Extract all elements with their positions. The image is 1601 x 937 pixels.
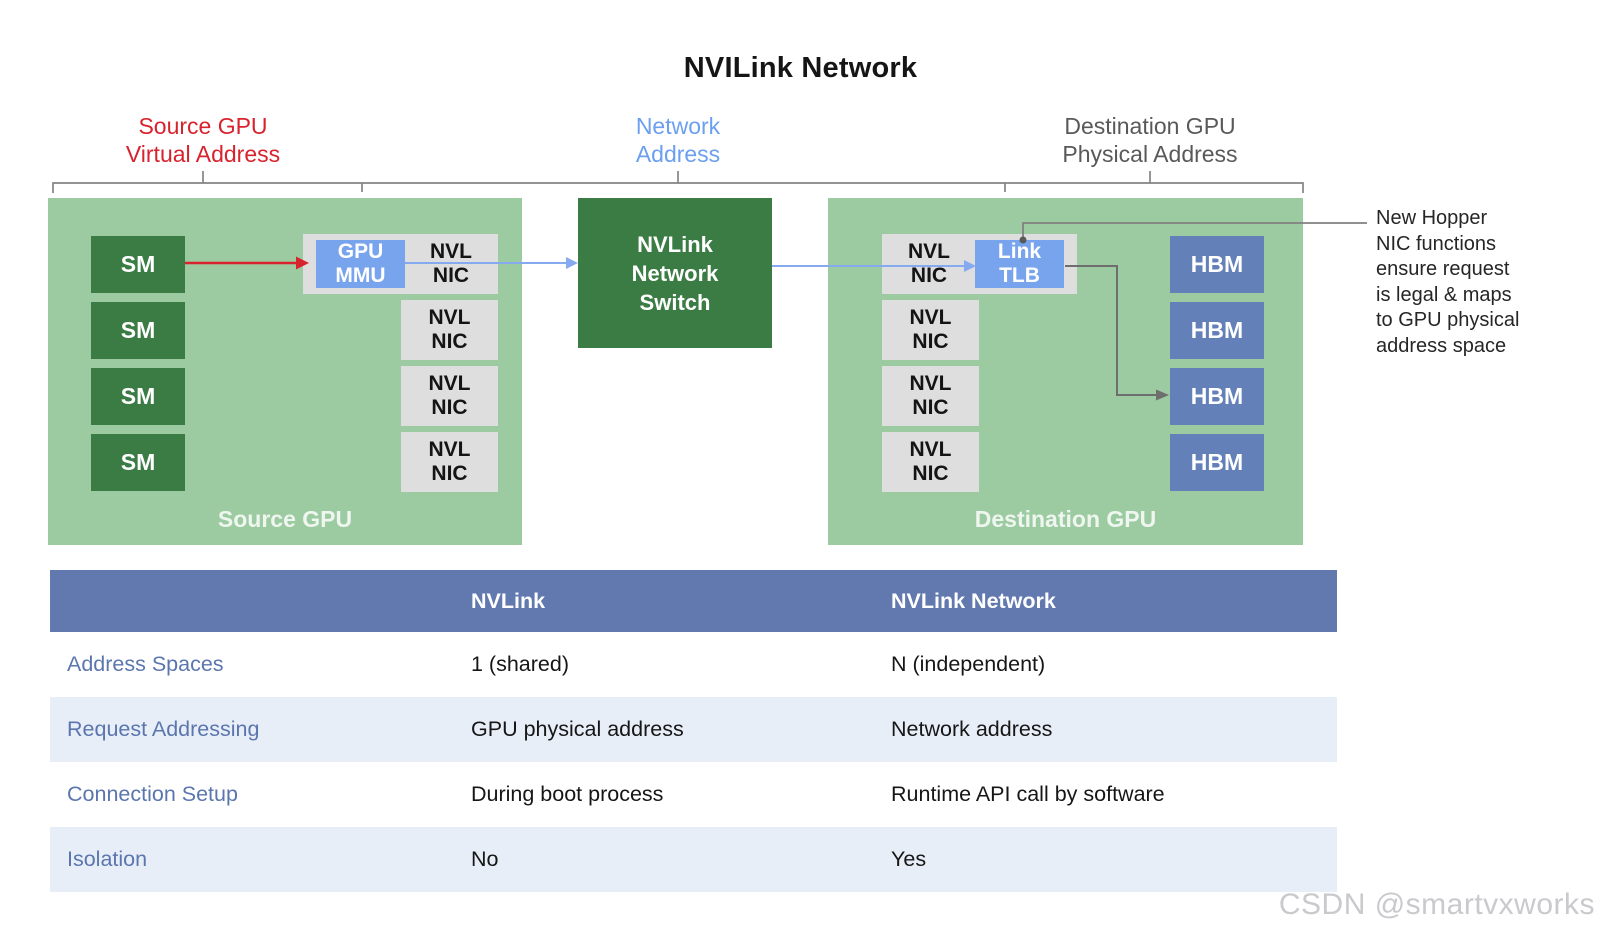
- gpu-mmu-box: GPU MMU: [316, 240, 405, 288]
- nvl-nic-label: NVL NIC: [401, 438, 498, 486]
- nvl-nic-label: NVL NIC: [882, 306, 979, 354]
- row-label: Address Spaces: [67, 652, 224, 676]
- table-row: Connection Setup During boot process Run…: [50, 762, 1337, 827]
- annotation-line: address space: [1376, 334, 1507, 357]
- nvlink-network-switch-box: NVLink Network Switch: [578, 198, 772, 348]
- nvl-line: NVL: [908, 240, 950, 263]
- label-source-gpu-virtual-address: Source GPU Virtual Address: [23, 112, 383, 168]
- hbm-unit: HBM: [1170, 434, 1264, 491]
- row-label: Isolation: [67, 847, 148, 871]
- switch-line: NVLink: [637, 231, 713, 257]
- nvl-nic-label: NVL NIC: [882, 372, 979, 420]
- table-header-row: NVLink NVLink Network: [50, 570, 1337, 632]
- destination-gpu-caption: Destination GPU: [974, 506, 1157, 532]
- label-line: Physical Address: [1062, 141, 1238, 167]
- address-space-bracket: [52, 171, 1304, 193]
- cell-nvlink: 1 (shared): [471, 652, 569, 676]
- nvl-line: NIC: [910, 264, 948, 287]
- nvl-nic-label: NVL NIC: [404, 240, 498, 288]
- sm-unit: SM: [91, 434, 185, 491]
- nvl-line: NIC: [431, 330, 468, 353]
- nvl-line: NVL: [428, 438, 471, 461]
- nvl-line: NIC: [431, 396, 468, 419]
- nvl-line: NIC: [912, 462, 949, 485]
- nvl-nic-label: NVL NIC: [401, 372, 498, 420]
- nvl-line: NIC: [432, 264, 470, 287]
- link-tlb-line: Link: [997, 240, 1042, 263]
- sm-unit: SM: [91, 368, 185, 425]
- row-label: Connection Setup: [67, 782, 238, 806]
- nvl-line: NIC: [431, 462, 468, 485]
- table-header-nvlink: NVLink: [471, 588, 546, 613]
- cell-nvlink-network: N (independent): [891, 652, 1046, 676]
- annotation-line: NIC functions: [1376, 232, 1497, 255]
- label-network-address: Network Address: [498, 112, 858, 168]
- gpu-mmu-line: MMU: [335, 264, 386, 287]
- nvl-nic-row-with-gpu-mmu: GPU MMU NVL NIC: [303, 234, 498, 294]
- nvl-nic-box: NVL NIC: [401, 432, 498, 492]
- row-label: Request Addressing: [67, 717, 260, 741]
- label-line: Network: [635, 113, 721, 139]
- nvl-line: NIC: [912, 396, 949, 419]
- cell-nvlink: No: [471, 847, 499, 871]
- table-row: Address Spaces 1 (shared) N (independent…: [50, 632, 1337, 697]
- cell-nvlink-network: Runtime API call by software: [891, 782, 1165, 806]
- nvl-line: NIC: [912, 330, 949, 353]
- nvl-nic-box: NVL NIC: [882, 300, 979, 360]
- nvl-line: NVL: [430, 240, 472, 263]
- hbm-unit: HBM: [1170, 368, 1264, 425]
- figure-title: NVILink Network: [683, 52, 918, 84]
- destination-gpu-box: NVL NIC Link TLB NVL NIC NVL NIC NVL NIC: [828, 198, 1303, 545]
- source-gpu-box: SM SM SM SM GPU MMU NVL NIC NVL NIC NVL …: [48, 198, 522, 545]
- nvl-nic-label: NVL NIC: [882, 240, 976, 288]
- cell-nvlink-network: Yes: [891, 847, 927, 871]
- annotation-line: to GPU physical: [1376, 309, 1520, 331]
- label-line: Address: [635, 141, 721, 167]
- sm-unit: SM: [91, 236, 185, 293]
- nvl-nic-box: NVL NIC: [882, 432, 979, 492]
- hbm-unit: HBM: [1170, 302, 1264, 359]
- label-destination-gpu-physical-address: Destination GPU Physical Address: [970, 112, 1330, 168]
- annotation-line: ensure request: [1376, 258, 1510, 280]
- hopper-nic-annotation: New Hopper NIC functions ensure request …: [1376, 206, 1591, 359]
- nvl-nic-box: NVL NIC: [882, 366, 979, 426]
- nvl-nic-box: NVL NIC: [401, 366, 498, 426]
- annotation-line: New Hopper: [1376, 207, 1488, 229]
- nvl-line: NVL: [909, 372, 952, 395]
- switch-line: Network: [631, 260, 719, 286]
- cell-nvlink: GPU physical address: [471, 717, 684, 741]
- switch-line: Switch: [639, 289, 711, 315]
- table-header-nvlink-network: NVLink Network: [891, 588, 1056, 613]
- link-tlb-box: Link TLB: [975, 240, 1064, 288]
- hbm-unit: HBM: [1170, 236, 1264, 293]
- annotation-line: is legal & maps: [1376, 283, 1512, 306]
- watermark: CSDN @smartvxworks: [1278, 888, 1595, 921]
- nvl-line: NVL: [909, 438, 952, 461]
- nvl-nic-box: NVL NIC: [401, 300, 498, 360]
- nvl-nic-label: NVL NIC: [401, 306, 498, 354]
- nvl-nic-label: NVL NIC: [882, 438, 979, 486]
- gpu-mmu-line: GPU: [337, 240, 384, 263]
- nvlink-comparison-table: NVLink NVLink Network Address Spaces 1 (…: [50, 570, 1337, 892]
- table-row: Request Addressing GPU physical address …: [50, 697, 1337, 762]
- nvl-line: NVL: [909, 306, 952, 329]
- nvl-nic-row-with-link-tlb: NVL NIC Link TLB: [882, 234, 1077, 294]
- label-line: Source GPU: [138, 113, 268, 139]
- source-gpu-caption: Source GPU: [217, 506, 353, 532]
- nvl-line: NVL: [428, 372, 471, 395]
- cell-nvlink-network: Network address: [891, 717, 1053, 741]
- cell-nvlink: During boot process: [471, 782, 664, 806]
- label-line: Virtual Address: [125, 141, 281, 167]
- link-tlb-line: TLB: [999, 264, 1040, 287]
- sm-unit: SM: [91, 302, 185, 359]
- table-row: Isolation No Yes: [50, 827, 1337, 892]
- nvl-line: NVL: [428, 306, 471, 329]
- label-line: Destination GPU: [1064, 113, 1236, 139]
